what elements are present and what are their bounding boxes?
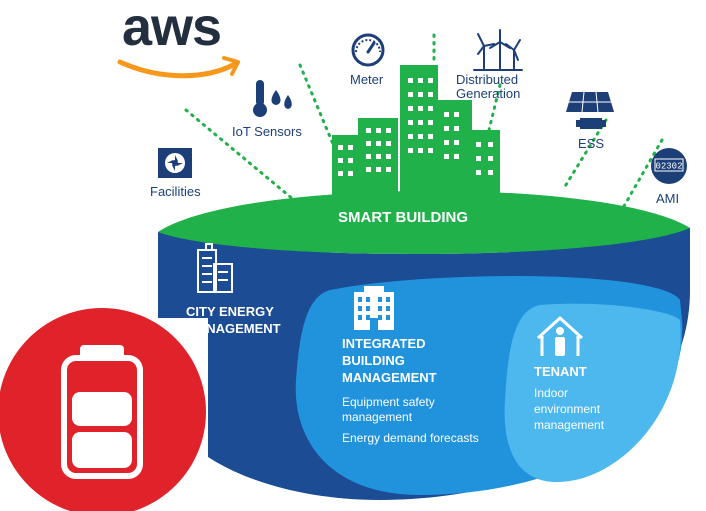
city-energy-line1: CITY ENERGY (186, 304, 274, 319)
battery-icon (0, 308, 208, 511)
tenant-house-icon (536, 316, 584, 356)
ibm-item1-line2: management (342, 410, 413, 424)
aws-arrow-icon (222, 56, 240, 76)
fan-icon (158, 148, 192, 178)
smart-building-title: SMART BUILDING (338, 209, 468, 226)
ami-label: AMI (656, 191, 680, 206)
tenant-line3: management (534, 418, 605, 432)
solar-battery-icon (566, 91, 614, 129)
ibm-title-line3: MANAGEMENT (342, 370, 437, 385)
ess-label: ESS (578, 136, 605, 151)
city-building-icon (197, 243, 233, 293)
office-building-icon (354, 286, 394, 330)
wind-turbine-icon (473, 29, 523, 71)
ibm-item2: Energy demand forecasts (342, 431, 479, 445)
ami-display: 02302 (655, 162, 682, 172)
ibm-title-line1: INTEGRATED (342, 336, 426, 351)
city-energy-line2: MANAGEMENT (186, 321, 281, 336)
gauge-icon (351, 33, 385, 67)
digital-meter-icon: 02302 (651, 148, 687, 184)
aws-logo: aws (122, 0, 222, 57)
tenant-title: TENANT (534, 364, 587, 379)
iot-sensors-label: IoT Sensors (232, 124, 302, 139)
tenant-line2: environment (534, 402, 601, 416)
facilities-label: Facilities (150, 184, 201, 199)
aws-smile-icon (117, 59, 238, 79)
distributed-label: Distributed (456, 72, 519, 87)
tenant-line1: Indoor (534, 386, 569, 400)
thermometer-droplet-icon (253, 80, 292, 117)
generation-label: Generation (456, 86, 521, 101)
ibm-title-line2: BUILDING (342, 353, 405, 368)
tenant-tier (504, 303, 681, 483)
green-rim (158, 190, 690, 255)
meter-label: Meter (350, 72, 384, 87)
ibm-item1-line1: Equipment safety (342, 395, 435, 409)
skyline-windows (338, 78, 493, 176)
